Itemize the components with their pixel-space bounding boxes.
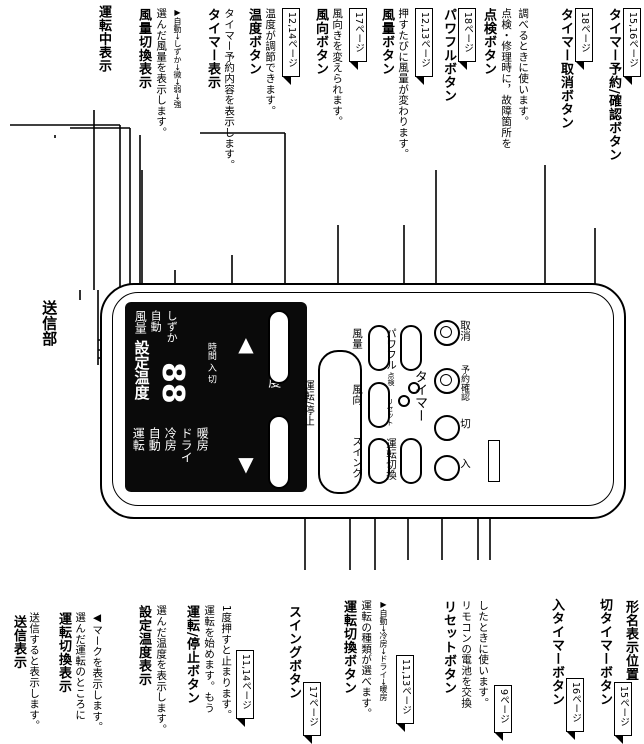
fan-speed-button[interactable] [368, 325, 390, 371]
timer-reserve-label: 予約確認 [459, 365, 469, 401]
reset-desc1: リモコンの電池を交換 [460, 600, 473, 708]
unten-kirikae-seq: ▶自動→冷房→ドライ→暖房 [379, 600, 388, 702]
soushin-title: 送信表示 [10, 615, 26, 669]
unten-kirikae-button-desc: 運転の種類が選べます。 [360, 600, 373, 719]
unten-kirikae-hyouji-desc2: ◀マークを表示します。 [91, 612, 104, 733]
timer-hyouji-desc: タイマー予約内容を表示します。 [223, 8, 236, 170]
swing-ref[interactable]: 17ページ [303, 682, 321, 744]
kiri-timer-title: 切タイマーボタン [596, 598, 612, 706]
lcd-mode-unten: 運転 [131, 427, 146, 451]
tenken-button-title: 点検ボタン [480, 8, 496, 76]
powerful-button-ref[interactable]: 18ページ [458, 8, 476, 70]
timer-yoyaku-title: タイマー予約/確認ボタン [605, 8, 621, 162]
timer-torikeshi-ref[interactable]: 18ページ [575, 8, 593, 70]
mode-select-button[interactable] [400, 438, 422, 484]
fuuryou-button-ref[interactable]: 12,13ページ [415, 8, 433, 85]
lcd-down-arrow-icon: ▼ [234, 452, 258, 476]
ondo-button-ref[interactable]: 12,14ページ [282, 8, 300, 85]
temp-down-button[interactable] [268, 415, 290, 489]
settei-ondo-desc: 選んだ温度を表示します。 [155, 605, 168, 735]
kiri-timer-ref[interactable]: 15ページ [614, 682, 632, 744]
airflow-direction-button[interactable] [368, 382, 390, 428]
timer-cancel-button[interactable] [434, 320, 460, 346]
start-stop-button[interactable] [318, 350, 362, 494]
fan-speed-label: 風量 [351, 328, 363, 349]
unten-teishi-desc1: 運転を始めます。もう [203, 605, 216, 713]
remote-control-panel [112, 292, 614, 506]
settei-ondo-title: 設定温度表示 [135, 605, 151, 686]
unten-kirikae-hyouji-desc1: 選んだ運転のところに [74, 612, 87, 720]
ondo-button-title: 温度ボタン [245, 8, 261, 76]
lcd-fan-auto: 自動 [149, 310, 163, 332]
fuukou-button-ref[interactable]: 17ページ [349, 8, 367, 70]
off-timer-label: 切 [459, 418, 471, 429]
check-label: 点検 [387, 372, 395, 386]
reset-button[interactable] [398, 395, 410, 407]
reset-ref[interactable]: 9ページ [494, 685, 512, 741]
lcd-fan-label: 風量 [133, 310, 148, 334]
tenken-button-desc1: 点検・修理時に，故障箇所を [500, 8, 513, 149]
mode-select-label: 運転切換 [385, 438, 397, 480]
soushin-desc: 送信すると表示します。 [28, 612, 41, 731]
soushinbu-label: 送信部 [40, 300, 59, 347]
fuukou-button-desc: 風向きを変えられます。 [331, 8, 344, 127]
unten-kirikae-button-title: 運転切換ボタン [340, 600, 356, 695]
timer-label: タイマー [412, 370, 427, 422]
lcd-temp-digits: 88 [155, 362, 190, 404]
katamei-label: 形名表示位置 [622, 600, 638, 681]
timer-torikeshi-title: タイマー取消ボタン [557, 8, 573, 130]
unten-kirikae-ref[interactable]: 11,13ページ [396, 655, 414, 732]
unten-teishi-desc2: 1度押すと止まります。 [220, 605, 233, 720]
on-timer-button[interactable] [434, 455, 460, 481]
model-label-slot [488, 440, 500, 482]
iri-timer-title: 入タイマーボタン [548, 598, 564, 706]
lcd-mode-heat: 暖房 [195, 427, 210, 451]
fuukou-button-title: 風向ボタン [312, 8, 328, 76]
iri-timer-ref[interactable]: 16ページ [566, 678, 584, 740]
lcd-fan-quiet: しずか [165, 310, 179, 343]
start-stop-label: 運転/停止 [303, 380, 315, 426]
timer-cancel-label: 取消 [459, 320, 471, 341]
swing-label: スイング [351, 436, 363, 478]
reset-title: リセットボタン [440, 600, 456, 695]
off-timer-button[interactable] [434, 415, 460, 441]
on-timer-label: 入 [459, 458, 471, 469]
fuuryou-kirikae-desc: 選んだ風量を表示します。 [155, 8, 168, 138]
lcd-timer-label: 時間 入 切 [205, 342, 216, 384]
lcd-mode-cool: 冷房 [163, 427, 178, 451]
tenken-button-desc2: 調べるときに使います。 [517, 8, 530, 127]
swing-button[interactable] [368, 438, 390, 484]
fuuryou-kirikae-seq: ▶自動→しずか→微→弱→強 [173, 8, 182, 108]
timer-hyouji-title: タイマー表示 [204, 8, 220, 89]
reset-desc2: したときに使います。 [477, 600, 490, 708]
fuuryou-button-desc: 押すたびに風量が変わります。 [397, 8, 410, 160]
powerful-label: パワフル [385, 328, 397, 370]
fuuryou-kirikae-title: 風量切換表示 [135, 8, 151, 89]
unten-chuu-title: 運転中表示 [95, 5, 111, 73]
reset-label: リセット [386, 398, 394, 426]
unten-teishi-title: 運転/停止ボタン [183, 605, 199, 705]
ondo-button-desc: 温度が調節できます。 [264, 8, 277, 116]
airflow-direction-label: 風向 [351, 384, 363, 405]
timer-reserve-button[interactable] [434, 368, 460, 394]
lcd-setting-label: 設定温度 [132, 340, 151, 400]
powerful-button[interactable] [400, 325, 422, 371]
unten-teishi-ref[interactable]: 11,14ページ [236, 650, 254, 727]
fuuryou-button-title: 風量ボタン [378, 8, 394, 76]
unten-kirikae-hyouji-title: 運転切換表示 [55, 612, 71, 693]
lcd-mode-dry: ドライ [179, 427, 194, 463]
check-button[interactable] [408, 382, 420, 394]
swing-title: スイングボタン [285, 605, 301, 700]
powerful-button-title: パワフルボタン [440, 8, 456, 103]
lcd-mode-auto: 自動 [147, 427, 162, 451]
temp-up-button[interactable] [268, 310, 290, 384]
timer-yoyaku-ref[interactable]: 15,16ページ [623, 8, 641, 85]
lcd-up-arrow-icon: ▲ [234, 332, 258, 356]
